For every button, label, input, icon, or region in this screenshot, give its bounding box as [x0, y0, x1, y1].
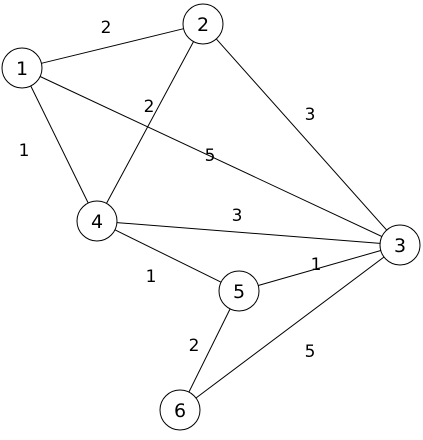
edge-4-5	[114, 229, 222, 283]
edge-weight-5-3: 1	[311, 255, 322, 275]
edge-weight-2-3: 3	[305, 105, 316, 125]
edge-weight-6-3: 5	[305, 342, 316, 362]
node-4: 4	[76, 200, 118, 242]
node-circle-1	[1, 47, 43, 89]
node-label-3: 3	[394, 235, 406, 257]
nodes-layer: 1 2 3 4 5 6	[1, 3, 421, 431]
node-6: 6	[159, 389, 201, 431]
edge-1-2	[41, 28, 184, 64]
edge-weight-4-5: 1	[146, 267, 157, 287]
node-circle-2	[182, 3, 224, 45]
edge-1-4	[30, 85, 89, 204]
node-2: 2	[182, 3, 224, 45]
edge-weight-1-4: 1	[19, 141, 30, 161]
edge-weights-layer: 2 1 5 2 3 3 1 1 2 5	[19, 18, 322, 362]
node-label-2: 2	[197, 14, 209, 36]
node-label-4: 4	[91, 211, 103, 233]
edge-weight-1-3: 5	[205, 146, 216, 166]
edge-weight-2-4: 2	[144, 97, 155, 117]
edge-5-6	[188, 308, 231, 393]
edge-4-3	[116, 222, 381, 244]
edge-1-3	[39, 76, 383, 237]
node-label-1: 1	[16, 58, 28, 80]
edge-weight-5-6: 2	[189, 336, 200, 356]
node-label-6: 6	[174, 400, 186, 422]
edge-2-4	[106, 41, 194, 204]
edges-layer	[30, 28, 388, 399]
edge-6-3	[195, 256, 385, 399]
node-5: 5	[218, 270, 260, 312]
node-1: 1	[1, 47, 43, 89]
edge-5-3	[258, 250, 381, 286]
node-circle-4	[76, 200, 118, 242]
edge-2-3	[215, 38, 388, 231]
edge-weight-4-3: 3	[232, 206, 243, 226]
edge-weight-1-2: 2	[101, 18, 112, 38]
node-circle-6	[159, 389, 201, 431]
node-3: 3	[379, 224, 421, 266]
node-circle-5	[218, 270, 260, 312]
node-circle-3	[379, 224, 421, 266]
node-label-5: 5	[233, 281, 245, 303]
